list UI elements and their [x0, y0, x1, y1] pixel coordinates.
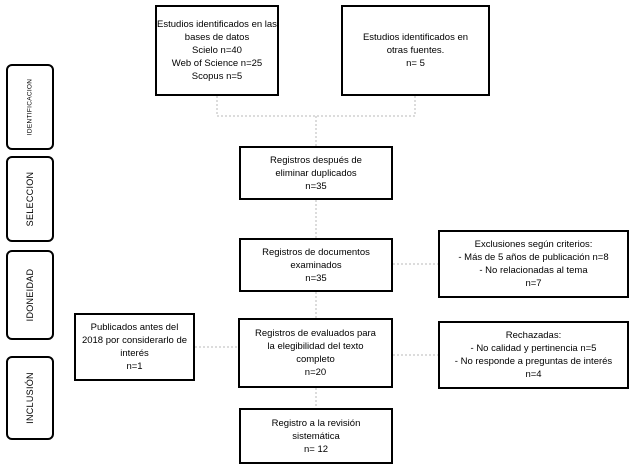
box-published-before-line: Publicados antes del	[90, 322, 179, 333]
box-databases-line: Web of Science n=25	[171, 58, 263, 69]
box-screened-line: examinados	[290, 259, 342, 271]
box-other-sources-line: n= 5	[406, 58, 425, 69]
box-eligibility: Registros de evaluados para la elegibili…	[238, 318, 393, 388]
box-databases: Estudios identificados en las bases de d…	[155, 5, 279, 96]
phase-seleccion: SELECCION	[6, 156, 54, 242]
box-rejected: Rechazadas: - No calidad y pertinencia n…	[438, 321, 629, 389]
phase-inclusion: INCLUSIÓN	[6, 356, 54, 440]
box-final-line: sistemática	[292, 430, 340, 442]
box-final-line: n= 12	[303, 443, 329, 455]
box-other-sources-line: otras fuentes.	[386, 45, 445, 56]
box-after-duplicates-line: n=35	[305, 180, 327, 192]
box-eligibility-line: Registros de evaluados para	[255, 328, 376, 339]
box-exclusions-line: - Más de 5 años de publicación n=8	[458, 252, 609, 263]
box-final-line: Registro a la revisión	[271, 417, 361, 429]
box-other-sources-line: Estudios identificados en	[362, 32, 469, 43]
box-exclusions: Exclusiones según criterios: - Más de 5 …	[438, 230, 629, 298]
box-published-before-line: 2018 por considerarlo de	[81, 335, 188, 346]
box-rejected-line: - No responde a preguntas de interés	[454, 356, 613, 367]
box-final: Registro a la revisión sistemática n= 12	[239, 408, 393, 464]
box-eligibility-line: n=20	[304, 367, 327, 378]
box-rejected-line: n=4	[525, 369, 542, 380]
box-databases-line: Scielo n=40	[192, 45, 242, 56]
box-after-duplicates: Registros después de eliminar duplicados…	[239, 146, 393, 200]
box-screened: Registros de documentos examinados n=35	[239, 238, 393, 292]
box-published-before: Publicados antes del 2018 por considerar…	[74, 313, 195, 381]
box-databases-line: Scopus n=5	[191, 71, 243, 82]
box-exclusions-line: n=7	[525, 278, 542, 289]
box-published-before-line: n=1	[126, 361, 143, 372]
box-exclusions-line: Exclusiones según criterios:	[474, 239, 593, 250]
box-exclusions-line: - No relacionadas al tema	[479, 265, 588, 276]
phase-identificacion: IDENTIFICACION	[6, 64, 54, 150]
box-published-before-line: interés	[120, 348, 149, 359]
phase-seleccion-label: SELECCION	[25, 171, 35, 227]
box-rejected-line: - No calidad y pertinencia n=5	[470, 343, 597, 354]
box-screened-line: n=35	[305, 272, 327, 284]
box-eligibility-line: completo	[296, 354, 335, 365]
box-after-duplicates-line: eliminar duplicados	[275, 167, 357, 179]
box-rejected-line: Rechazadas:	[505, 330, 562, 341]
phase-inclusion-label: INCLUSIÓN	[25, 372, 35, 424]
phase-identificacion-label: IDENTIFICACION	[26, 78, 34, 136]
box-databases-line: bases de datos	[184, 32, 250, 43]
box-eligibility-line: la elegibilidad del texto	[267, 341, 364, 352]
box-databases-line: Estudios identificados en las	[157, 19, 277, 30]
box-screened-line: Registros de documentos	[262, 246, 370, 258]
phase-idoneidad: IDONEIDAD	[6, 250, 54, 340]
box-after-duplicates-line: Registros después de	[270, 154, 362, 166]
phase-idoneidad-label: IDONEIDAD	[25, 268, 35, 322]
box-other-sources: Estudios identificados en otras fuentes.…	[341, 5, 490, 96]
